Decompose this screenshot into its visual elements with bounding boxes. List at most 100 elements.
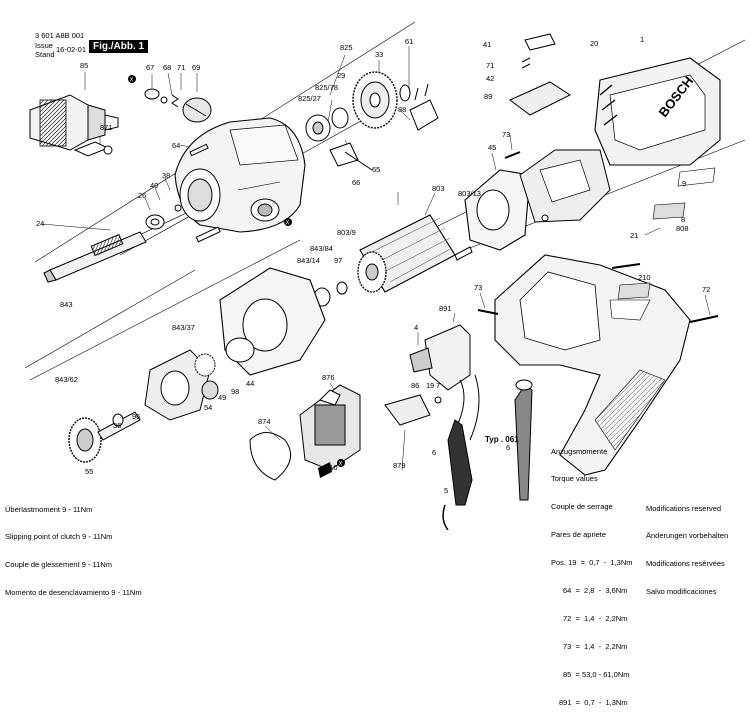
power-cable — [442, 379, 533, 530]
callout-210: 210 — [638, 273, 651, 282]
type-label: Typ . 061 — [485, 435, 519, 444]
callout-843-84: 843/84 — [310, 244, 333, 253]
callout-88: 88 — [398, 105, 406, 114]
callout-20: 20 — [590, 39, 598, 48]
callout-843-62: 843/62 — [55, 375, 78, 384]
callout-874: 874 — [258, 417, 271, 426]
stand-label: Stand — [35, 50, 55, 59]
callout-1: 1 — [640, 35, 644, 44]
callout-825: 825 — [340, 43, 353, 52]
callout-72: 72 — [702, 285, 710, 294]
drill-spindle — [43, 231, 147, 283]
callout-825-78: 825/78 — [315, 83, 338, 92]
drill-chuck — [29, 94, 119, 157]
torque-title: Pares de apriete — [551, 530, 607, 540]
callout-61: 61 — [405, 37, 413, 46]
clutch-notes: Überlastmoment 9 - 11Nm Slipping point o… — [5, 486, 142, 616]
trigger-assembly — [384, 324, 480, 441]
handle-housing — [477, 254, 719, 476]
callout-71b: 71 — [486, 61, 494, 70]
gear-train — [305, 71, 439, 171]
callout-26: 26 — [138, 191, 146, 200]
callout-33: 33 — [375, 50, 383, 59]
callout-71: 71 — [177, 63, 185, 72]
callout-97: 97 — [334, 256, 342, 265]
gear-housing — [174, 117, 306, 233]
modifications-line: Salvo modificaciones — [646, 587, 717, 597]
callout-41: 41 — [483, 40, 491, 49]
torque-title: Anzugsmomente — [551, 446, 608, 456]
modifications-line: Modifications reserved — [646, 503, 722, 513]
modifications-line: Modifications resérvées — [646, 559, 725, 569]
callout-803-9: 803/9 — [337, 228, 356, 237]
x-marker-3: X — [339, 462, 343, 468]
callout-44: 44 — [246, 379, 254, 388]
torque-row: 891 = 0,7 - 1,3Nm — [559, 697, 628, 707]
torque-title: Torque values — [551, 474, 598, 484]
figure-label: Fig./Abb. 1 — [89, 40, 149, 53]
callout-64: 64 — [172, 141, 180, 150]
torque-title: Couple de serrage — [551, 502, 613, 512]
callout-66: 66 — [352, 178, 360, 187]
callout-67: 67 — [146, 63, 154, 72]
callout-45: 45 — [488, 143, 496, 152]
output-gear — [68, 411, 141, 463]
callout-98: 98 — [231, 387, 239, 396]
exploded-parts-diagram: 3 601 A8B 001 Issue Stand 16-02-01 Fig./… — [5, 21, 746, 707]
callout-29: 29 — [337, 71, 345, 80]
torque-row: 64 = 2,8 - 3,6Nm — [563, 586, 628, 596]
callout-65: 65 — [372, 165, 380, 174]
issue-label: Issue — [35, 41, 53, 50]
clutch-note: Couple de glessement 9 - 11Nm — [5, 560, 112, 570]
callout-843-37: 843/37 — [172, 323, 195, 332]
clutch-note: Slipping point of clutch 9 - 11Nm — [5, 532, 113, 542]
drawing-canvas: BOSCH — [24, 21, 746, 530]
callout-19: 19 — [426, 381, 434, 390]
callout-5: 5 — [444, 486, 448, 495]
callout-89: 89 — [484, 92, 492, 101]
motor-housing: BOSCH — [509, 33, 721, 166]
callout-876: 876 — [322, 373, 335, 382]
switch-assembly — [249, 384, 361, 481]
callout-85: 85 — [80, 61, 88, 70]
armature-rotor — [313, 214, 473, 307]
callout-96: 96 — [132, 412, 140, 421]
nameplate-labels — [617, 167, 716, 300]
clutch-housing — [144, 267, 326, 421]
torque-table: Anzugsmomente Torque values Couple de se… — [551, 428, 633, 726]
callout-68: 68 — [163, 63, 171, 72]
issue-date: 16-02-01 — [56, 45, 87, 54]
x-markers: X X X — [128, 75, 345, 468]
callout-38: 38 — [162, 171, 170, 180]
x-marker-1: X — [130, 78, 134, 84]
callout-49: 49 — [218, 393, 226, 402]
callout-803-13: 803/13 — [458, 189, 481, 198]
callout-9: 9 — [682, 179, 686, 188]
modifications-line: Änderungen vorbehalten — [646, 531, 729, 541]
clutch-knob-parts — [144, 88, 212, 123]
callout-numbers: 85 67 68 71 69 871 64 26 40 38 24 825 33… — [36, 35, 710, 495]
clutch-note: Momento de desenclavamiento 9 - 11Nm — [5, 588, 142, 598]
field-coil-assembly — [464, 149, 611, 251]
callout-36: 36 — [113, 421, 121, 430]
x-marker-2: X — [286, 221, 290, 227]
callout-69: 69 — [192, 63, 200, 72]
torque-row: 73 = 1,4 - 2,2Nm — [563, 641, 628, 651]
callout-42: 42 — [486, 74, 494, 83]
small-fasteners — [145, 143, 221, 243]
callout-803: 803 — [432, 184, 445, 193]
callout-843: 843 — [60, 300, 73, 309]
callout-871: 871 — [100, 123, 113, 132]
torque-row: Pos. 19 = 0,7 - 1,3Nm — [551, 558, 633, 568]
callout-891: 891 — [439, 304, 452, 313]
callout-86: 86 — [411, 381, 419, 390]
callout-6a: 6 — [432, 448, 436, 457]
torque-row: 85 = 53,0 - 61,0Nm — [563, 669, 630, 679]
torque-row: 72 = 1,4 - 2,2Nm — [563, 613, 628, 623]
callout-40: 40 — [150, 181, 158, 190]
callout-55: 55 — [85, 467, 93, 476]
callout-810: 810 — [325, 463, 338, 472]
clutch-note: Überlastmoment 9 - 11Nm — [5, 504, 93, 514]
callout-6b: 6 — [506, 443, 510, 452]
modifications-notice: Modifications reserved Änderungen vorbeh… — [646, 485, 728, 615]
